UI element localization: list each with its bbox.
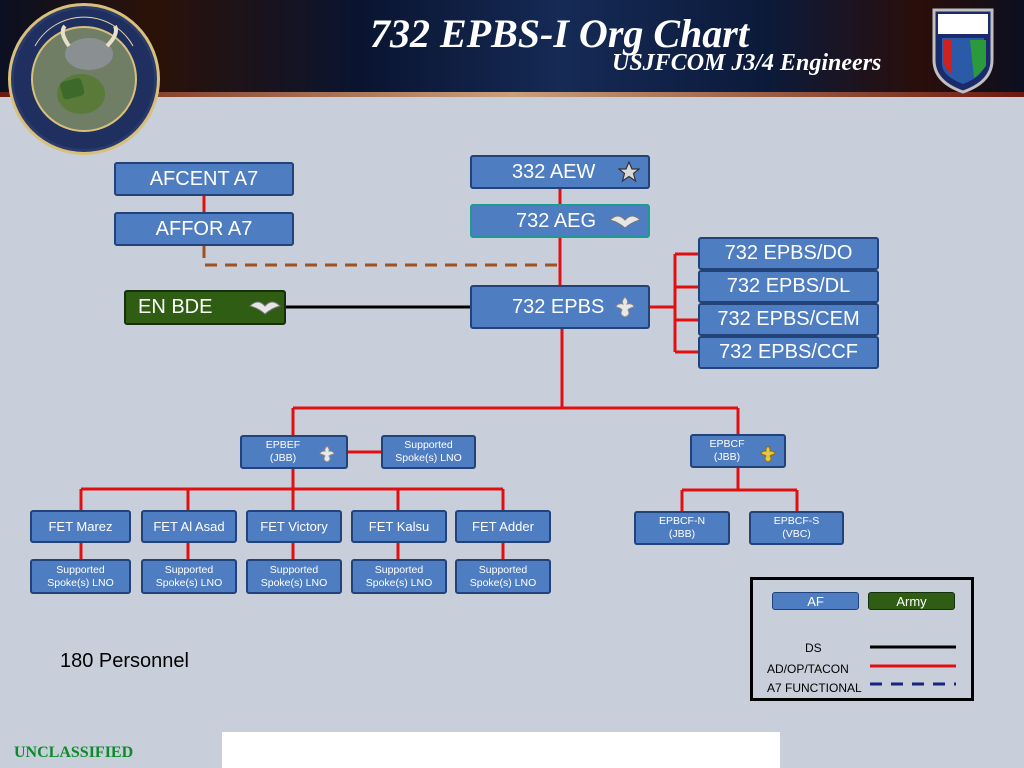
legend: AF Army DS AD/OP/TACON A7 FUNCTIONAL [750, 577, 974, 701]
epbcf-n-location: (JBB) [668, 528, 696, 540]
spoke-label-2: Spoke(s) LNO [155, 576, 223, 589]
epbcf-n-label: EPBCF-N [658, 515, 706, 527]
fet-spoke-line [79, 543, 505, 559]
spoke-label: Supported [374, 563, 424, 576]
fet-kalsu-box[interactable]: FET Kalsu [351, 510, 447, 543]
spoke-label: Supported [56, 563, 105, 576]
staff-box-do[interactable]: 732 EPBS/DO [698, 237, 879, 270]
general-star-icon [618, 161, 640, 183]
gold-oak-leaf-icon [760, 445, 776, 463]
epbcf-branch-line [680, 468, 799, 511]
epbcf-s-location: (VBC) [782, 528, 811, 540]
epbcf-s-box[interactable]: EPBCF-S (VBC) [749, 511, 844, 545]
epbef-spoke-lno-box[interactable]: Supported Spoke(s) LNO [381, 435, 476, 469]
epbef-location: (JBB) [269, 452, 297, 464]
legend-line-samples [870, 645, 956, 686]
colonel-eagle-icon [609, 215, 641, 229]
aew-332-box[interactable]: 332 AEW [470, 155, 650, 189]
personnel-count: 180 Personnel [60, 650, 189, 672]
epbef-fet-line [79, 469, 505, 510]
fet-marez-spoke-box[interactable]: Supported Spoke(s) LNO [30, 559, 131, 594]
legend-ds-label: DS [805, 641, 822, 655]
staff-bracket-line [648, 252, 698, 354]
squadron-emblem-logo [8, 3, 160, 155]
affor-a7-box[interactable]: AFFOR A7 [114, 212, 294, 246]
spoke-label-2: Spoke(s) LNO [395, 452, 462, 464]
spoke-label-2: Spoke(s) LNO [260, 576, 328, 589]
en-bde-label: EN BDE [138, 296, 213, 318]
epbef-label: EPBEF [265, 439, 301, 451]
page-title: 732 EPBS-I Org Chart [370, 11, 749, 56]
legend-ad-label: AD/OP/TACON [767, 662, 849, 676]
aew-332-label: 332 AEW [512, 160, 596, 183]
epbs-732-label: 732 EPBS [512, 295, 605, 318]
epbcf-s-label: EPBCF-S [773, 515, 820, 527]
fet-al-asad-spoke-box[interactable]: Supported Spoke(s) LNO [141, 559, 237, 594]
legend-af-swatch: AF [772, 592, 859, 610]
classification-marking: UNCLASSIFIED [14, 744, 134, 761]
staff-box-dl[interactable]: 732 EPBS/DL [698, 270, 879, 303]
fet-adder-spoke-box[interactable]: Supported Spoke(s) LNO [455, 559, 551, 594]
oak-leaf-icon [319, 445, 335, 463]
legend-army-swatch: Army [868, 592, 955, 610]
jfcom-emblem-logo [930, 4, 996, 94]
a7-functional-line [202, 246, 562, 285]
staff-box-ccf[interactable]: 732 EPBS/CCF [698, 336, 879, 369]
staff-box-cem[interactable]: 732 EPBS/CEM [698, 303, 879, 336]
header-stripe [0, 92, 1024, 97]
spoke-label: Supported [164, 563, 214, 576]
aeg-732-label: 732 AEG [516, 209, 597, 232]
footer-white-bar [222, 732, 780, 768]
epbcf-location: (JBB) [713, 451, 741, 463]
legend-a7-label: A7 FUNCTIONAL [767, 681, 862, 695]
spoke-label-2: Spoke(s) LNO [365, 576, 433, 589]
spoke-label-2: Spoke(s) LNO [47, 576, 114, 589]
fet-marez-box[interactable]: FET Marez [30, 510, 131, 543]
epbs-732-box[interactable]: 732 EPBS [470, 285, 650, 329]
colonel-eagle-icon [249, 301, 281, 315]
fet-kalsu-spoke-box[interactable]: Supported Spoke(s) LNO [351, 559, 447, 594]
epbcf-n-box[interactable]: EPBCF-N (JBB) [634, 511, 730, 545]
afcent-a7-box[interactable]: AFCENT A7 [114, 162, 294, 196]
spoke-label: Supported [404, 439, 453, 451]
page-subtitle: USJFCOM J3/4 Engineers [612, 50, 882, 76]
fet-adder-box[interactable]: FET Adder [455, 510, 551, 543]
header-banner [0, 0, 1024, 97]
fet-victory-spoke-box[interactable]: Supported Spoke(s) LNO [246, 559, 342, 594]
spoke-label: Supported [478, 563, 528, 576]
spoke-label-2: Spoke(s) LNO [469, 576, 537, 589]
epbcf-label: EPBCF [709, 438, 745, 450]
fet-al-asad-box[interactable]: FET Al Asad [141, 510, 237, 543]
oak-leaf-icon [615, 296, 635, 318]
epbs-subordinate-line [291, 329, 740, 435]
spoke-label: Supported [269, 563, 319, 576]
fet-victory-box[interactable]: FET Victory [246, 510, 342, 543]
